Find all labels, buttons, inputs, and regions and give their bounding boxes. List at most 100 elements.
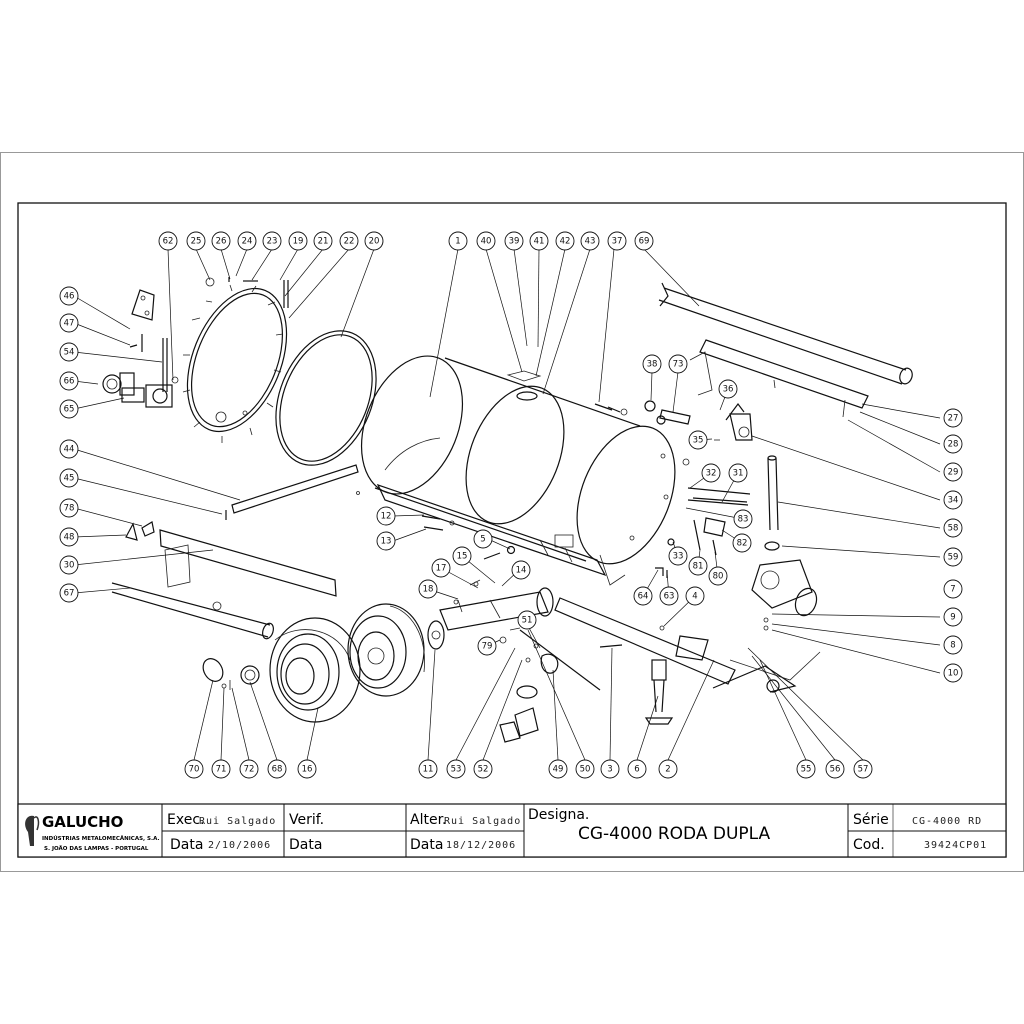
alter-label: Alter. [410, 812, 447, 828]
callout-18: 18 [418, 579, 438, 599]
callout-circle [59, 555, 79, 575]
callout-10: 10 [943, 663, 963, 683]
company-logo: GALUCHO INDÚSTRIAS METALOMECÂNICAS, S.A.… [25, 813, 160, 852]
callout-number: 79 [482, 642, 493, 652]
callout-circle [685, 586, 705, 606]
callout-49: 49 [548, 759, 568, 779]
callout-circle [668, 354, 688, 374]
callout-number: 50 [580, 765, 591, 775]
callout-number: 37 [612, 237, 623, 247]
company-line2: S. JOÃO DAS LAMPAS - PORTUGAL [44, 845, 149, 852]
callout-26: 26 [211, 231, 231, 251]
callout-number: 1 [455, 237, 460, 247]
callout-72: 72 [239, 759, 259, 779]
callout-circle [825, 759, 845, 779]
callout-1: 1 [448, 231, 468, 251]
callout-circle [504, 231, 524, 251]
callout-37: 37 [607, 231, 627, 251]
callout-circle [853, 759, 873, 779]
callout-circle [59, 313, 79, 333]
callout-73: 73 [668, 354, 688, 374]
callout-circle [288, 231, 308, 251]
callout-number: 17 [436, 564, 447, 574]
callout-number: 64 [638, 592, 649, 602]
callout-number: 80 [713, 572, 724, 582]
callout-circle [688, 556, 708, 576]
callout-circle [943, 607, 963, 627]
callout-number: 73 [673, 360, 684, 370]
callout-circle [708, 566, 728, 586]
callout-57: 57 [853, 759, 873, 779]
callout-56: 56 [825, 759, 845, 779]
callout-number: 55 [801, 765, 812, 775]
callout-number: 21 [318, 237, 329, 247]
callout-number: 10 [948, 669, 959, 679]
callout-circle [59, 342, 79, 362]
callout-circle [575, 759, 595, 779]
callout-circle [477, 636, 497, 656]
company-line1: INDÚSTRIAS METALOMECÂNICAS, S.A. [42, 835, 160, 842]
callout-circle [688, 430, 708, 450]
callout-78: 78 [59, 498, 79, 518]
callout-circle [267, 759, 287, 779]
callout-number: 78 [64, 504, 75, 514]
callout-38: 38 [642, 354, 662, 374]
callout-circle [511, 560, 531, 580]
callout-number: 29 [948, 468, 959, 478]
callout-circle [634, 231, 654, 251]
callout-number: 71 [216, 765, 227, 775]
callout-circle [548, 759, 568, 779]
verif-date-label: Data [289, 837, 322, 853]
callout-number: 62 [163, 237, 174, 247]
callout-16: 16 [297, 759, 317, 779]
callout-circle [732, 533, 752, 553]
callout-circle [473, 759, 493, 779]
callout-22: 22 [339, 231, 359, 251]
callout-number: 51 [522, 616, 533, 626]
callout-number: 42 [560, 237, 571, 247]
callout-number: 59 [948, 553, 959, 563]
callout-circle [627, 759, 647, 779]
callout-number: 54 [64, 348, 75, 358]
callout-number: 13 [381, 537, 392, 547]
callout-number: 38 [647, 360, 658, 370]
callout-circle [59, 468, 79, 488]
callout-number: 48 [64, 533, 75, 543]
callout-2: 2 [658, 759, 678, 779]
callout-circle [448, 231, 468, 251]
callout-number: 53 [451, 765, 462, 775]
callout-number: 5 [480, 535, 485, 545]
callout-number: 12 [381, 512, 392, 522]
callout-number: 40 [481, 237, 492, 247]
callout-6: 6 [627, 759, 647, 779]
callout-number: 2 [665, 765, 670, 775]
callout-35: 35 [688, 430, 708, 450]
callout-circle [728, 463, 748, 483]
callout-5: 5 [473, 529, 493, 549]
callout-number: 67 [64, 589, 75, 599]
callout-31: 31 [728, 463, 748, 483]
callout-number: 14 [516, 566, 527, 576]
callout-64: 64 [633, 586, 653, 606]
callout-28: 28 [943, 434, 963, 454]
callout-circle [59, 583, 79, 603]
callout-number: 46 [64, 292, 75, 302]
callout-36: 36 [718, 379, 738, 399]
callout-number: 24 [242, 237, 253, 247]
callout-52: 52 [473, 759, 493, 779]
callout-13: 13 [376, 531, 396, 551]
callout-circle [668, 546, 688, 566]
callout-number: 34 [948, 496, 959, 506]
callout-circle [446, 759, 466, 779]
callout-number: 35 [693, 436, 704, 446]
callout-circle [418, 759, 438, 779]
callout-66: 66 [59, 371, 79, 391]
callout-number: 9 [950, 613, 955, 623]
callout-27: 27 [943, 408, 963, 428]
callout-number: 72 [244, 765, 255, 775]
callout-23: 23 [262, 231, 282, 251]
callout-number: 81 [693, 562, 704, 572]
callout-number: 41 [534, 237, 545, 247]
callout-number: 39 [509, 237, 520, 247]
callout-circle [476, 231, 496, 251]
